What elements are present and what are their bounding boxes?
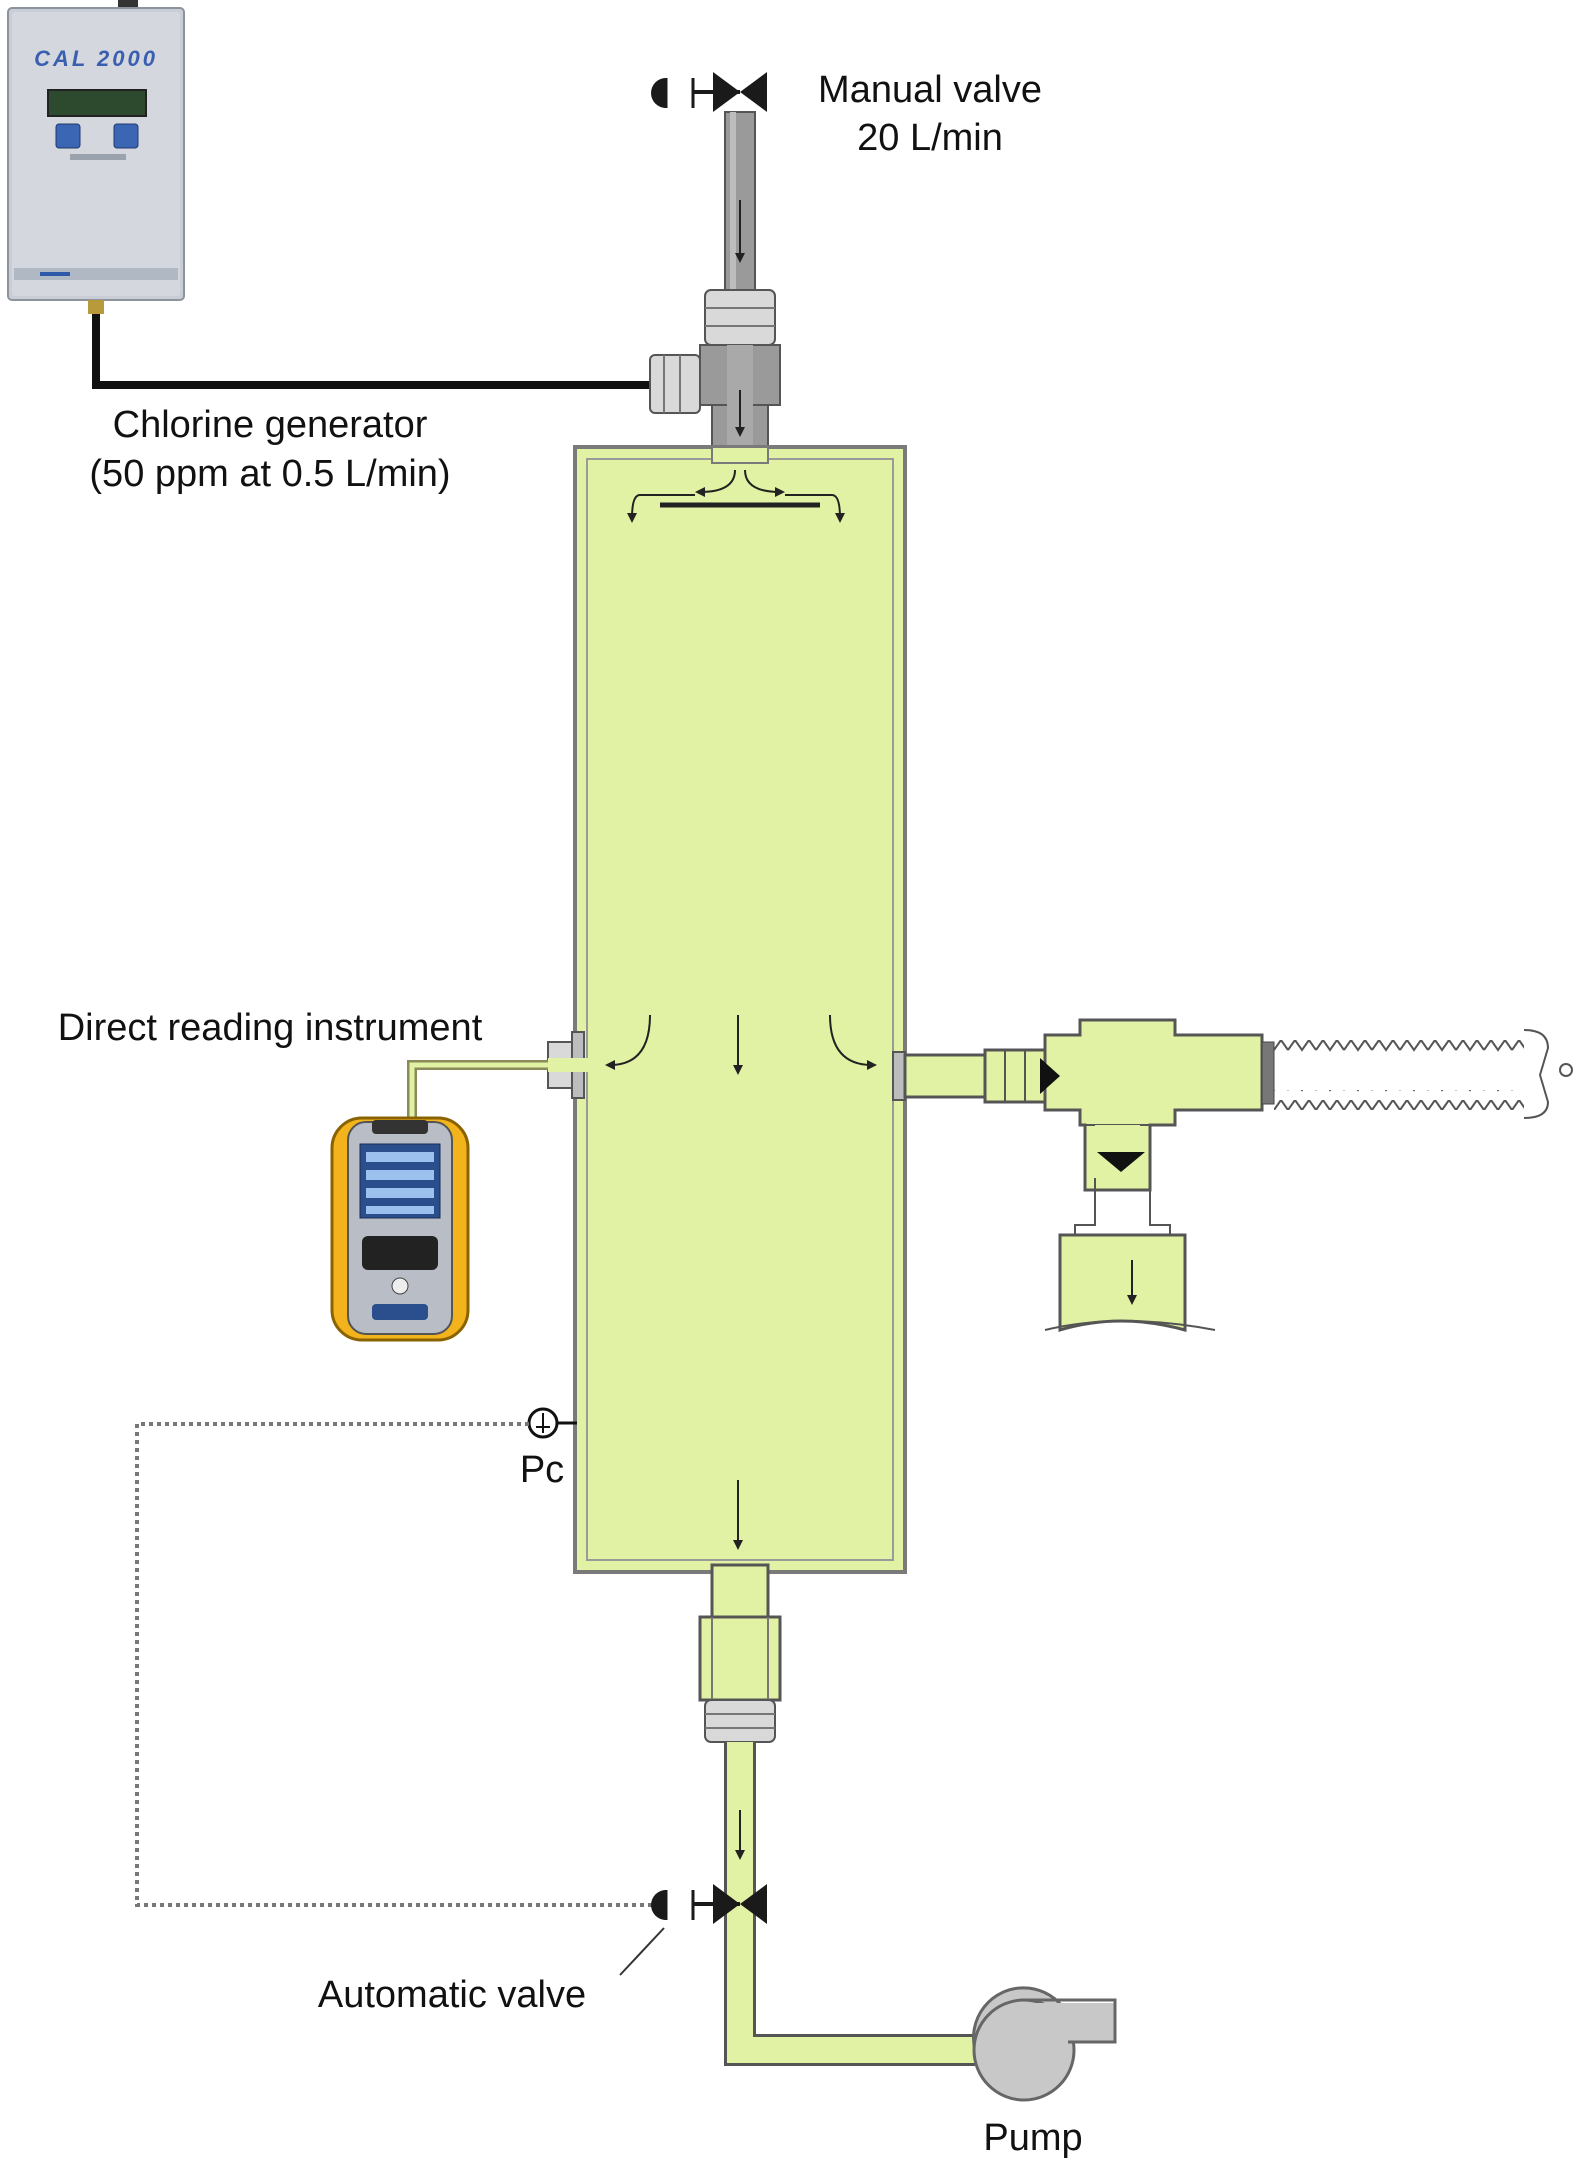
- top-tee-fitting: [649, 289, 781, 458]
- pump-supply-pipe: [724, 1742, 990, 2066]
- inlet-diffuser: [627, 469, 845, 523]
- generator-button-right: [113, 123, 139, 149]
- automatic-valve-label: Automatic valve: [318, 1974, 586, 2016]
- automatic-valve-leader: [619, 1927, 665, 1976]
- automatic-valve-icon: [651, 1884, 767, 1924]
- pressure-sensor-icon: [527, 1407, 577, 1439]
- manual-valve-label-line1: Manual valve: [818, 69, 1042, 111]
- generator-button-left: [55, 123, 81, 149]
- pump-icon: [972, 1986, 1117, 2102]
- chlorine-generator-icon: CAL 2000: [7, 0, 185, 314]
- check-valve-icon: [1097, 1152, 1145, 1172]
- generator-display: [47, 89, 147, 117]
- pump-label: Pump: [983, 2117, 1082, 2159]
- bottom-outlet-fitting: [698, 1563, 782, 1743]
- exposure-chamber: [573, 445, 907, 1574]
- pressure-sensor-label: Pc: [520, 1449, 564, 1491]
- bellows-icon: [1274, 1029, 1573, 1119]
- direct-reading-instrument-label: Direct reading instrument: [58, 1007, 483, 1049]
- generator-supply-tube: [92, 314, 650, 389]
- right-outlet-assembly: [892, 1018, 1275, 1333]
- gas-monitor-icon: [330, 1116, 470, 1342]
- chlorine-generator-label-line2: (50 ppm at 0.5 L/min): [89, 453, 450, 495]
- manual-valve-icon: [651, 72, 767, 112]
- control-signal-line: [135, 1422, 660, 1907]
- sampling-port: [547, 1031, 588, 1099]
- instrument-sample-tube: [407, 1060, 548, 1118]
- manual-valve-label-line2: 20 L/min: [857, 117, 1003, 159]
- generator-brand-text: CAL 2000: [34, 46, 158, 71]
- check-valve-icon: [1040, 1058, 1060, 1094]
- manual-valve-pipe: [724, 111, 756, 291]
- chlorine-generator-label-line1: Chlorine generator: [113, 404, 428, 446]
- chamber-flow-arrows: [605, 1014, 877, 1550]
